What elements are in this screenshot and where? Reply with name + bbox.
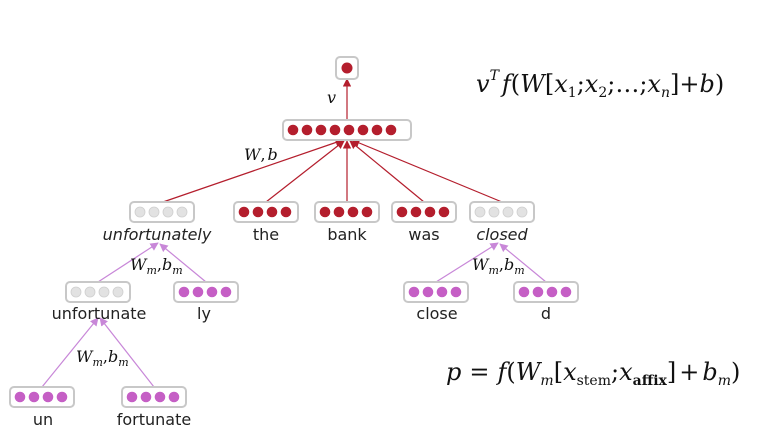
edge-unfortunate-to-unfortunately — [97, 242, 159, 283]
vector-bank — [314, 201, 380, 223]
vector-the — [233, 201, 299, 223]
label-d: d — [541, 304, 551, 323]
edge-label-v: v — [327, 88, 336, 107]
edge-d-to-closed — [499, 243, 547, 283]
edge-label-Wm-bm-closed: Wm,bm — [472, 255, 525, 277]
edge-close-to-closed — [435, 242, 499, 283]
edge-un-to-unfortunate — [41, 317, 99, 388]
label-un: un — [33, 410, 53, 429]
label-closed: closed — [476, 225, 528, 244]
edge-labels: v W,b Wm,bm Wm,bm Wm,bm — [76, 88, 525, 369]
label-ly: ly — [197, 304, 211, 323]
edge-label-Wm-bm-unfortunate: Wm,bm — [76, 347, 129, 369]
vector-ly — [173, 281, 239, 303]
label-fortunate: fortunate — [117, 410, 191, 429]
label-unfortunately: unfortunately — [103, 225, 212, 244]
output-node — [335, 56, 359, 80]
vector-boxes — [9, 56, 579, 408]
vector-unfortunately — [129, 201, 195, 223]
edge-label-W-b: W,b — [244, 145, 278, 164]
label-was: was — [408, 225, 439, 244]
vector-un — [9, 386, 75, 408]
edge-unfortunately-to-hidden — [162, 138, 344, 203]
vector-closed — [469, 201, 535, 223]
vector-unfortunate — [65, 281, 131, 303]
label-bank: bank — [327, 225, 367, 244]
edge-ly-to-unfortunately — [159, 243, 207, 283]
vector-d — [513, 281, 579, 303]
vector-close — [403, 281, 469, 303]
formula-bottom: p=f(Wm[xstem;xaffix]+bm) — [446, 358, 740, 389]
vector-was — [391, 201, 457, 223]
label-close: close — [416, 304, 457, 323]
hidden-layer-vector — [282, 119, 412, 141]
edge-was-to-hidden — [349, 140, 425, 203]
formula-bottom-text: p=f(Wm[xstem;xaffix]+bm) — [446, 358, 740, 389]
edge-the-to-hidden — [265, 140, 345, 203]
edges — [41, 78, 547, 388]
edge-fortunate-to-unfortunate — [99, 317, 155, 388]
label-the: the — [253, 225, 279, 244]
edge-closed-to-hidden — [351, 139, 503, 203]
edge-label-Wm-bm-unfortunately: Wm,bm — [130, 255, 183, 277]
vector-fortunate — [121, 386, 187, 408]
label-unfortunate: unfortunate — [52, 304, 147, 323]
word-labels: unfortunately the bank was closed unfort… — [33, 225, 551, 429]
